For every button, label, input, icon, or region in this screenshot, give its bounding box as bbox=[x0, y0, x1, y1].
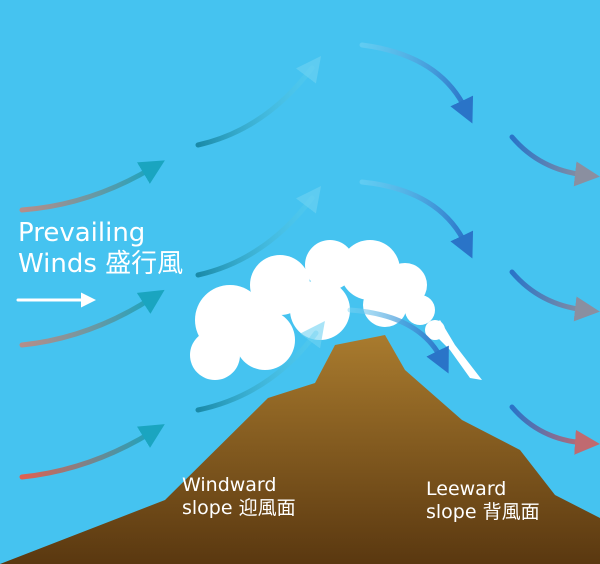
leeward-slope-label: Leeward slope 背風面 bbox=[426, 478, 540, 524]
rising-air-arrow-top bbox=[195, 56, 322, 148]
leeward-label-line1: Leeward bbox=[426, 478, 507, 500]
prevailing-winds-label-line1: Prevailing bbox=[18, 218, 146, 248]
leeward-air-arrow-middle bbox=[509, 269, 600, 322]
descending-air-arrow-bottom bbox=[347, 307, 449, 374]
rising-air-arrow-middle bbox=[195, 186, 322, 278]
descending-air-arrow-middle bbox=[359, 179, 474, 259]
prevailing-winds-label-line2: Winds 盛行風 bbox=[18, 249, 184, 280]
leeward-label-line2: slope 背風面 bbox=[426, 500, 540, 523]
warm-air-arrow-top bbox=[19, 160, 165, 213]
leeward-air-arrow-top bbox=[509, 134, 600, 187]
warm-air-arrow-bottom bbox=[19, 424, 165, 480]
warm-air-arrow-middle bbox=[19, 289, 165, 348]
rising-air-arrow-bottom bbox=[195, 320, 325, 413]
descending-air-arrow-top bbox=[359, 42, 474, 124]
windward-label-line1: Windward bbox=[182, 474, 277, 496]
windward-slope-label: Windward slope 迎風面 bbox=[182, 474, 296, 520]
mountain bbox=[0, 335, 600, 564]
windward-label-line2: slope 迎風面 bbox=[182, 496, 296, 519]
prevailing-winds-label: Prevailing Winds 盛行風 bbox=[18, 218, 183, 280]
leeward-air-arrow-bottom bbox=[509, 404, 600, 455]
